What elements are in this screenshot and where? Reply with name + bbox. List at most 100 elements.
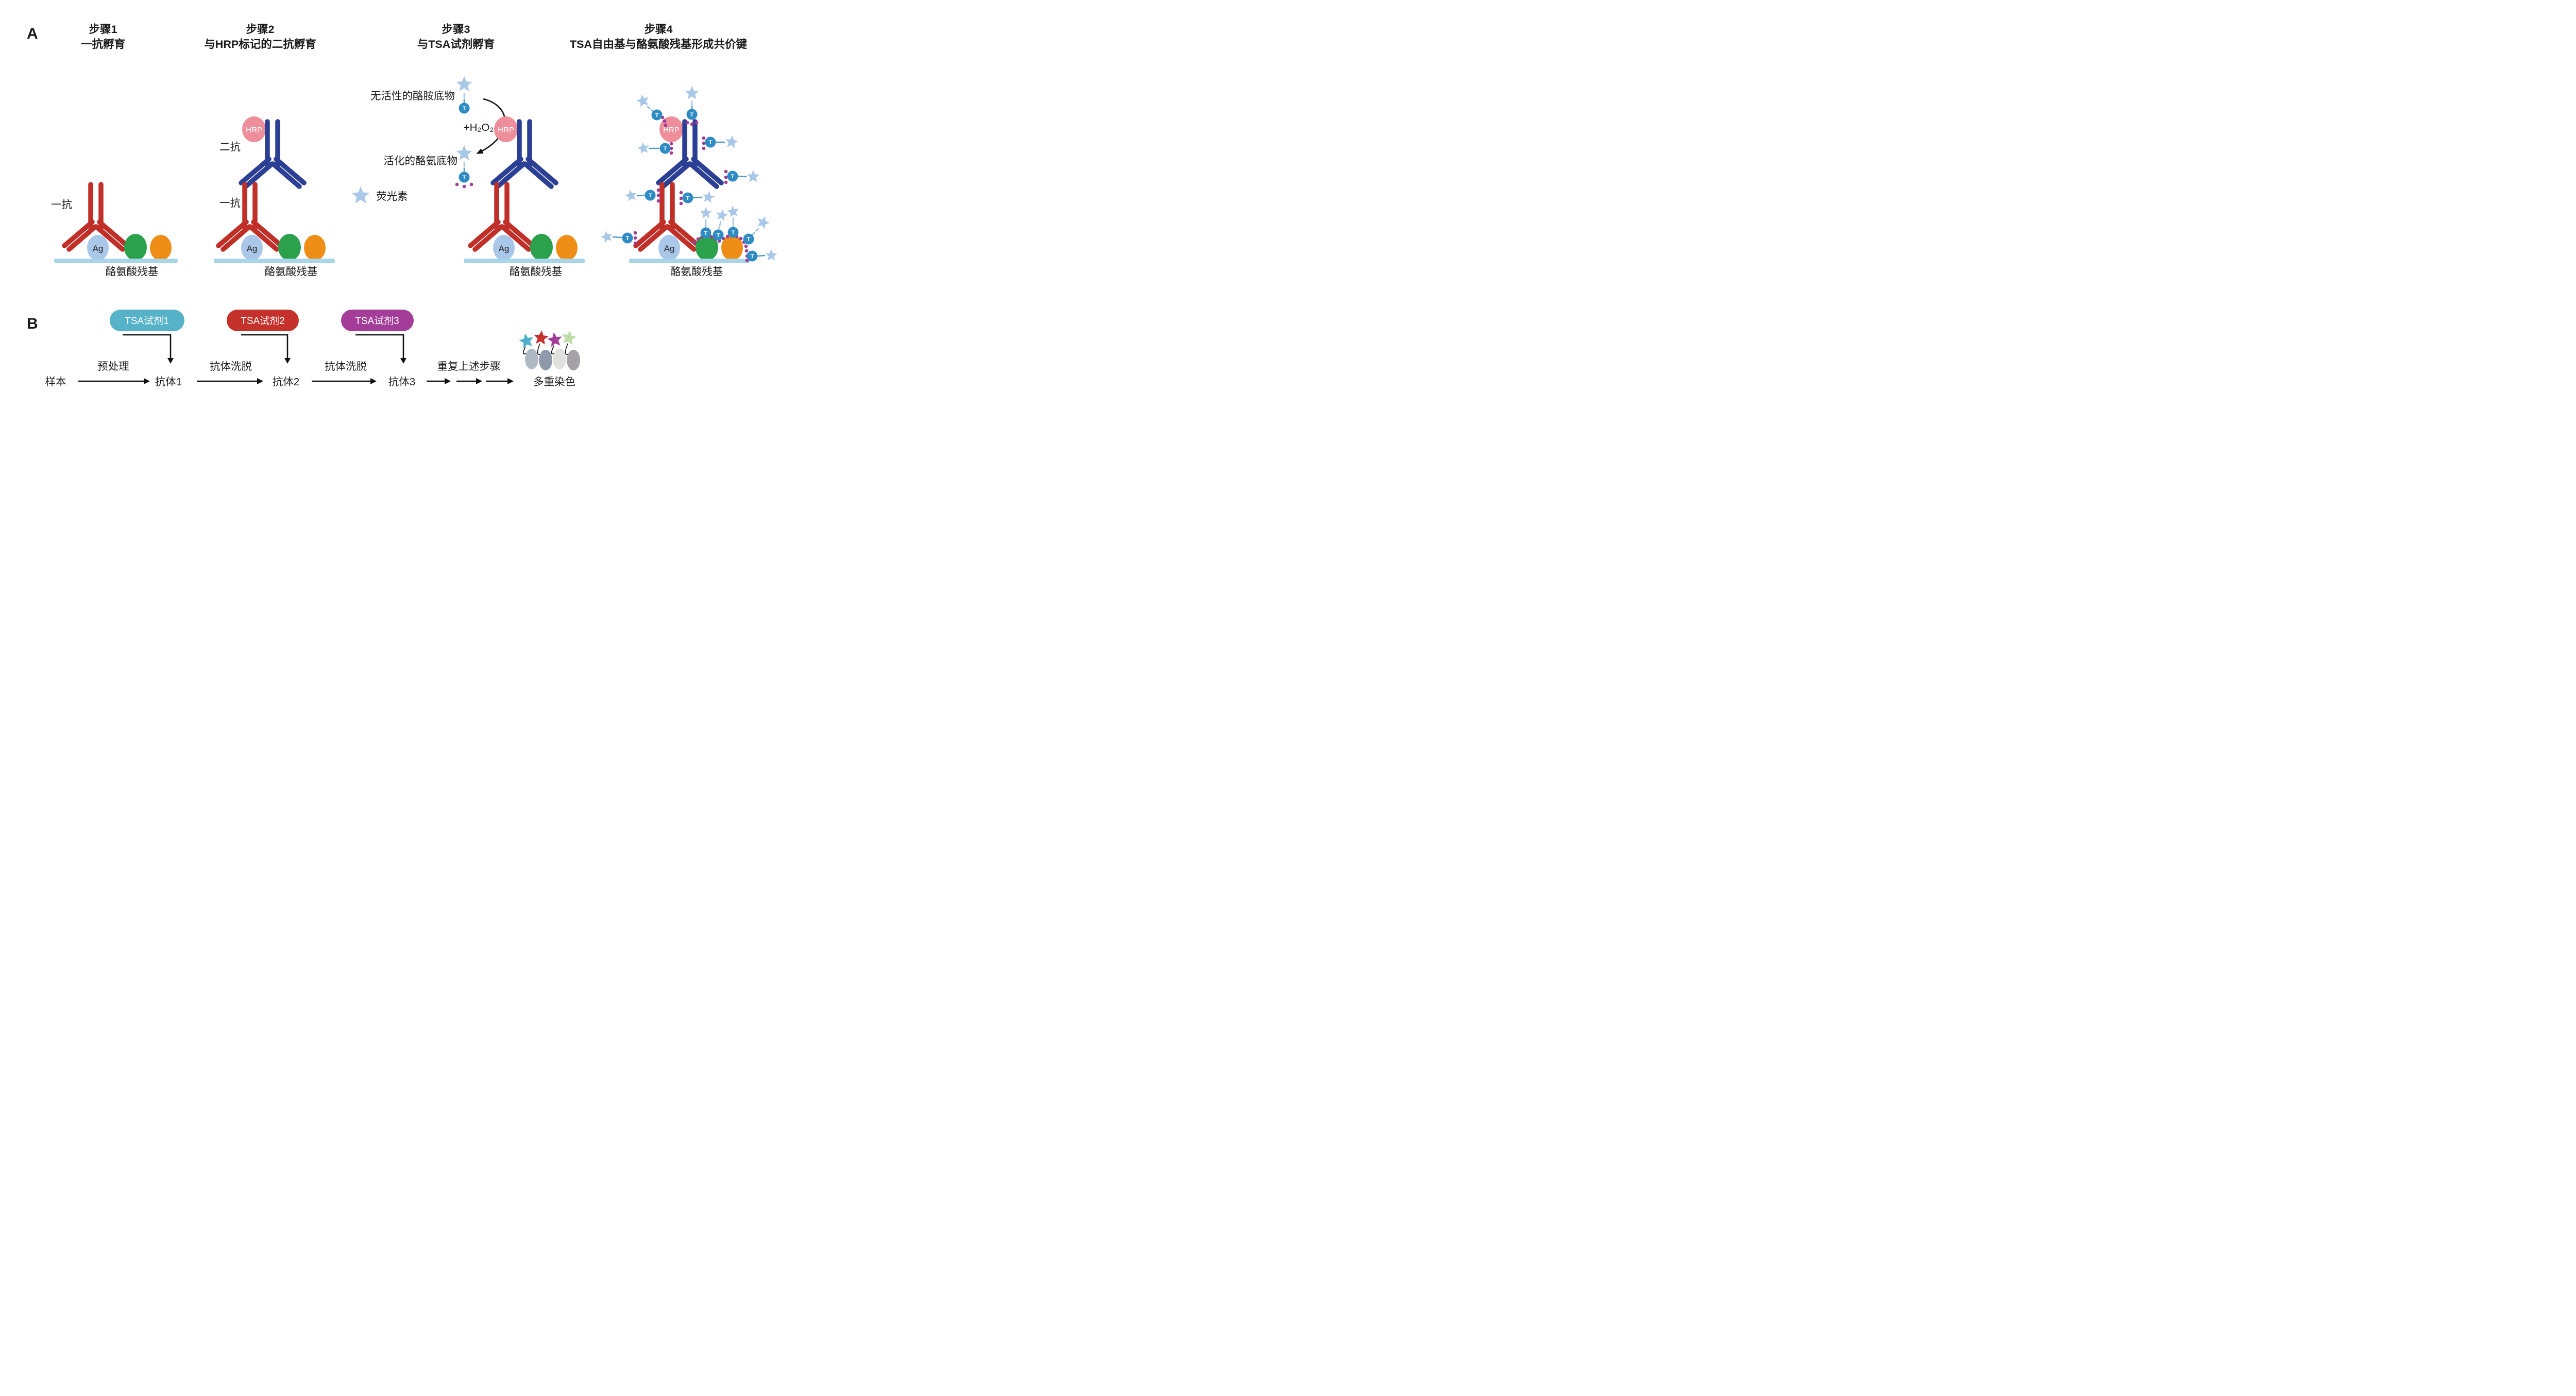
cell-stalk-2: [537, 343, 540, 355]
step3-subtitle: 与TSA试剂孵育: [417, 38, 495, 50]
radical-dot-icon: [656, 193, 660, 197]
green-cell-icon: [530, 234, 553, 261]
tissue-surface: [214, 259, 335, 263]
tsa-reagent2-pill: [227, 310, 299, 331]
tyramide-circle-icon: [651, 109, 663, 121]
tyrosine-label: 酪氨酸残基: [510, 266, 563, 278]
antibody2-label: 抗体2: [273, 376, 299, 388]
step3-title: 步骤3: [442, 23, 470, 36]
fluorophore-star-icon: [700, 207, 712, 218]
pretreat-label: 预处理: [97, 361, 129, 372]
step-titles: 步骤1 一抗孵育 步骤2 与HRP标记的二抗孵育 步骤3 与TSA试剂孵育 步骤…: [81, 23, 748, 50]
flow-arrowhead-2: [257, 378, 263, 384]
tyramide-circle-icon: [700, 227, 711, 239]
fluorophore-star-icon: [747, 170, 760, 182]
flow-arrowhead-3: [370, 378, 377, 384]
tyramide-t-label: T: [626, 235, 630, 242]
elbow-arrow-2: [241, 334, 289, 359]
tyramide-circle-icon: [705, 137, 716, 148]
tyramide-circle-icon: [645, 190, 656, 201]
radical-dot-icon: [702, 136, 706, 140]
antigen-icon: [658, 235, 680, 261]
step2-subtitle: 与HRP标记的二抗孵育: [204, 38, 316, 50]
multiplex-star-purple-icon: [546, 331, 563, 348]
step1-title: 步骤1: [89, 23, 117, 36]
multiplex-staining-cluster: 多重染色: [517, 329, 580, 388]
radical-dot-icon: [679, 201, 683, 206]
tyramide-t-label: T: [709, 140, 713, 146]
tyramide-t-label: T: [690, 112, 694, 118]
antigen-icon: [493, 235, 515, 261]
green-cell-icon: [278, 234, 301, 261]
radical-dot-icon: [656, 199, 660, 203]
tyramide-circle-icon: [622, 232, 633, 244]
antigen-icon: [241, 235, 263, 261]
step1-group: 一抗 Ag 酪氨酸残基: [51, 184, 178, 278]
tissue-surface: [629, 259, 750, 263]
radical-dot-icon: [633, 241, 637, 245]
elbow-arrowhead-1: [167, 358, 174, 364]
tyramide-linker: [692, 196, 703, 199]
tsa-reagent-pills: TSA试剂1 TSA试剂2 TSA试剂3: [110, 310, 414, 331]
fluorophore-star-icon: [636, 141, 650, 155]
tyramide-linker: [751, 228, 759, 236]
multiplex-star-cyan-icon: [517, 332, 535, 349]
hrp-label: HRP: [498, 126, 514, 134]
fluorophore-star-icon: [715, 208, 729, 222]
orange-cell-icon: [556, 235, 578, 261]
elbow-arrow-3: [355, 334, 404, 359]
tsa-diagram-svg: A 步骤1 一抗孵育 步骤2 与HRP标记的二抗孵育 步骤3 与TSA试剂孵育 …: [27, 23, 777, 388]
tyrosine-label: 酪氨酸残基: [670, 266, 723, 278]
elbow-arrowhead-3: [400, 358, 406, 364]
cell-icon-4: [567, 350, 580, 370]
cell-stalk-4: [565, 343, 568, 355]
radical-dot-icon: [690, 122, 694, 126]
tyramide-circle-icon: [659, 143, 671, 154]
step3-substrate-column: 无活性的酪胺底物 +H₂O₂ 活化的酪氨底物 荧光素: [370, 90, 506, 202]
radical-dot-icon: [679, 196, 683, 200]
tyramide-circle-icon: [743, 233, 754, 245]
radical-dot-icon: [725, 234, 730, 239]
radical-dot-icon: [669, 151, 673, 155]
tsa-method-figure: A 步骤1 一抗孵育 步骤2 与HRP标记的二抗孵育 步骤3 与TSA试剂孵育 …: [0, 0, 792, 401]
antigen-label: Ag: [499, 244, 510, 253]
fluorophore-star-icon: [456, 145, 472, 160]
radical-dot-icon: [724, 180, 728, 184]
sample-label: 样本: [45, 376, 66, 388]
primary-antibody-label: 一抗: [51, 199, 72, 211]
tyramide-circle-icon: [727, 171, 738, 182]
step2-group: HRP 二抗 一抗 Ag 酪氨酸残基: [214, 116, 335, 278]
green-cell-icon: [124, 234, 147, 261]
hrp-icon: [242, 116, 266, 142]
fluorophore-star-icon: [685, 86, 699, 99]
repeat-arrowhead-3: [507, 378, 514, 384]
repeat-label: 重复上述步骤: [437, 361, 501, 372]
cell-icon-2: [539, 350, 552, 370]
radical-dot-icon: [696, 237, 700, 241]
tsa-reagent3-label: TSA试剂3: [355, 315, 399, 327]
antigen-label: Ag: [93, 244, 104, 253]
hrp-label: HRP: [246, 126, 262, 134]
tyramide-t-label: T: [655, 112, 659, 118]
elbow-arrow-1: [123, 334, 172, 359]
activated-substrate-label: 活化的酪氨底物: [384, 155, 458, 167]
radical-dot-icon: [462, 184, 466, 189]
radical-dot-icon: [669, 142, 673, 146]
radical-dot-icon: [663, 119, 667, 123]
radical-dot-icon: [679, 191, 683, 195]
tyramide-t-label: T: [717, 232, 720, 239]
fluorophore-star-icon: [635, 93, 651, 108]
radical-dot-icon: [656, 188, 660, 192]
antigen-label: Ag: [247, 244, 258, 253]
antibody3-label: 抗体3: [388, 376, 415, 388]
tyramide-circle-icon: [727, 227, 739, 238]
radical-dot-icon: [724, 169, 728, 174]
tsa-reagent2-label: TSA试剂2: [241, 315, 285, 327]
green-cell-icon: [696, 234, 718, 261]
step2-title: 步骤2: [246, 23, 275, 36]
step1-subtitle: 一抗孵育: [81, 38, 125, 50]
radical-dot-icon: [709, 235, 714, 239]
tyramide-t-label: T: [463, 175, 466, 181]
tyramide-circle-icon: [747, 250, 758, 262]
